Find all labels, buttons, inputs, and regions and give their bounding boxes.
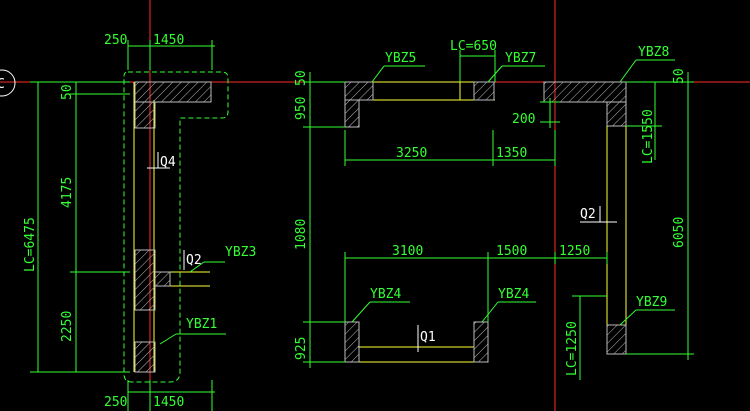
tag-ybz4-left: YBZ4	[370, 287, 401, 302]
lc-text-vertical: LC=1550	[641, 109, 656, 164]
column-ybz7	[473, 81, 495, 101]
dim-text: 250	[104, 395, 127, 410]
tag-ybz8: YBZ8	[638, 45, 669, 60]
column-ybz5-stub	[344, 99, 360, 128]
leader-line	[159, 333, 177, 345]
tag-ybz5: YBZ5	[385, 51, 416, 66]
wall-label-q2: Q2	[186, 253, 202, 268]
dim-text: 3100	[392, 244, 423, 259]
dim-text: 200	[512, 112, 535, 127]
column-ybz4-right	[473, 321, 489, 363]
column-ybz8	[543, 81, 627, 103]
leader-line	[351, 301, 371, 323]
dim-text-vertical: 6050	[672, 217, 687, 248]
dim-text-vertical: 4175	[60, 177, 75, 208]
tag-ybz4-right: YBZ4	[498, 287, 529, 302]
column-ybz5	[344, 81, 374, 101]
tag-ybz3: YBZ3	[225, 245, 256, 260]
right-block: YBZ5 YBZ7 YBZ8 LC=650 200 3250 1350 50 9…	[294, 39, 694, 380]
left-block: 250 1450 250 1450 50 4175 2250 LC=6475 Q…	[23, 33, 256, 411]
dim-text-vertical: 1080	[294, 219, 309, 250]
dim-text: 1450	[153, 33, 184, 48]
tag-ybz9: YBZ9	[636, 295, 667, 310]
leader-line	[619, 309, 637, 326]
dim-text-vertical: 50	[672, 68, 687, 84]
tag-ybz1: YBZ1	[186, 317, 217, 332]
column-top-left	[134, 81, 212, 103]
dim-text-vertical: 2250	[60, 311, 75, 342]
dim-text-vertical: 50	[294, 70, 309, 86]
dim-text: 1450	[153, 395, 184, 410]
leader-line	[481, 301, 499, 323]
column-ybz4-left	[344, 321, 360, 363]
dim-text-vertical: 925	[294, 337, 309, 360]
axis-bubble-label: C	[0, 77, 5, 92]
tag-ybz7: YBZ7	[505, 51, 536, 66]
left-dashed-outline	[123, 71, 229, 383]
wall-label-q4: Q4	[160, 155, 176, 170]
column-mid-arm	[154, 271, 171, 287]
dim-text-vertical: 950	[294, 97, 309, 120]
wall-label-q1: Q1	[420, 330, 436, 345]
dim-text: 250	[104, 33, 127, 48]
dim-text: 1350	[496, 146, 527, 161]
column-ybz8-stub	[606, 101, 627, 127]
wall-label-q2-right: Q2	[580, 207, 596, 222]
axis-bubble	[0, 69, 16, 97]
dim-text-vertical-overall: LC=6475	[23, 217, 38, 272]
column-bottom	[134, 341, 156, 373]
lc-text: LC=650	[450, 39, 497, 54]
leader-line	[619, 59, 637, 83]
leader-line	[189, 261, 205, 273]
dim-text-vertical: 50	[60, 84, 75, 100]
column-ybz9	[606, 324, 627, 355]
column-mid	[134, 249, 156, 311]
leader-line	[371, 65, 385, 83]
dim-text: 1250	[559, 244, 590, 259]
lc-text-vertical: LC=1250	[565, 321, 580, 376]
column-top-stub	[134, 101, 156, 129]
dim-text: 3250	[396, 146, 427, 161]
dim-text: 1500	[496, 244, 527, 259]
